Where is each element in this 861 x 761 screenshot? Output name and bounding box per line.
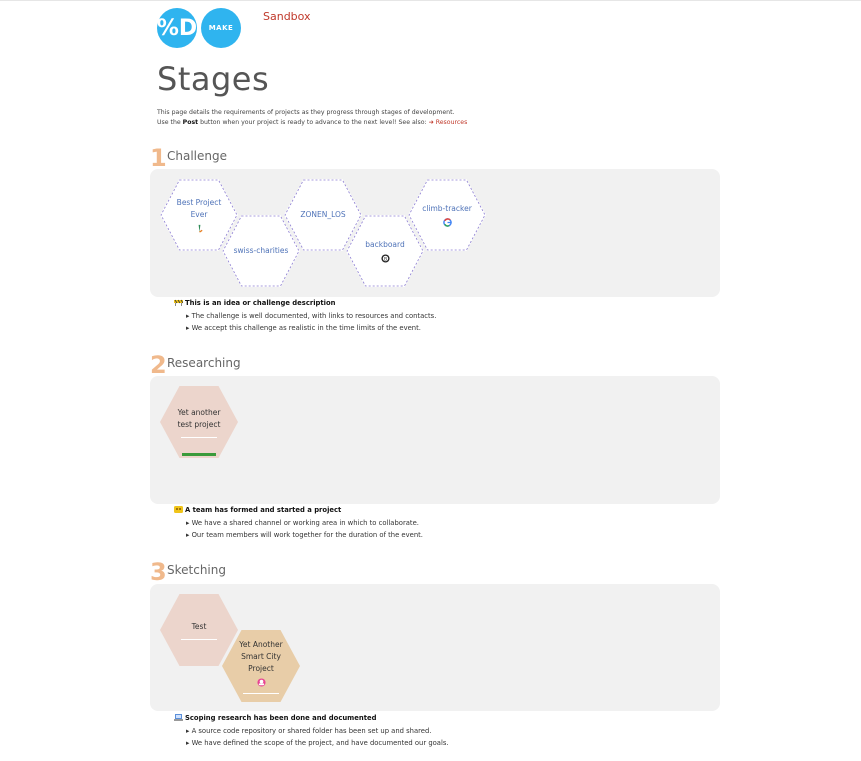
project-title: ZONEN_LOS — [300, 210, 346, 219]
intro-line-2: Use the Post button when your project is… — [157, 118, 467, 128]
colorful-logo-icon — [198, 224, 203, 233]
project-title: swiss-charities — [233, 246, 289, 255]
requirement-text: We have a shared channel or working area… — [191, 518, 419, 527]
description-heading-row: Scoping research has been done and docum… — [174, 712, 449, 725]
resources-link[interactable]: ➜ Resources — [428, 119, 468, 126]
project-card[interactable]: Yet another test project — [160, 386, 238, 458]
stage-challenge-panel: Best Project Ever swiss-charities ZONEN_… — [150, 169, 720, 297]
stage-description: Scoping research has been done and docum… — [174, 712, 449, 750]
project-title: climb-tracker — [422, 204, 472, 213]
requirement-item: ▸ The challenge is well documented, with… — [186, 311, 437, 320]
requirement-item: ▸ We have a shared channel or working ar… — [186, 518, 419, 527]
stage-number: 3 — [150, 558, 167, 586]
description-heading: A team has formed and started a project — [185, 506, 342, 514]
project-card[interactable]: climb-tracker — [408, 179, 486, 251]
svg-text:B: B — [383, 256, 386, 262]
construction-icon — [174, 299, 183, 306]
requirement-item: ▸ A source code repository or shared fol… — [186, 726, 432, 735]
requirement-text: We accept this challenge as realistic in… — [191, 324, 421, 332]
description-heading-row: A team has formed and started a project — [174, 504, 423, 517]
page-title: Stages — [157, 60, 270, 98]
logo-right-text: MAKE — [208, 24, 234, 32]
post-keyword: Post — [182, 119, 199, 126]
requirement-text: We have defined the scope of the project… — [191, 739, 449, 747]
requirement-item: ▸ We have defined the scope of the proje… — [186, 739, 449, 747]
sandbox-link[interactable]: Sandbox — [263, 10, 311, 23]
project-title: Best Project Ever — [176, 198, 222, 219]
project-card[interactable]: Best Project Ever — [160, 179, 238, 251]
google-icon — [442, 218, 452, 227]
stage-sketching-panel: Test Yet Another Smart City Project — [150, 584, 720, 711]
description-heading-row: This is an idea or challenge description — [174, 297, 436, 310]
project-card[interactable]: swiss-charities — [222, 215, 300, 287]
pink-avatar-icon — [256, 677, 266, 687]
percent-d-logo[interactable]: %D — [157, 8, 197, 48]
progress-bar — [182, 453, 216, 456]
description-heading: Scoping research has been done and docum… — [185, 714, 377, 722]
top-border — [0, 0, 861, 1]
requirement-item: ▸ Our team members will work together fo… — [186, 531, 423, 539]
intro-mid: button when your project is ready to adv… — [200, 119, 427, 126]
project-card[interactable]: backboard B — [346, 215, 424, 287]
title-underline — [181, 638, 217, 640]
intro-text: This page details the requirements of pr… — [157, 108, 467, 128]
intro-pre: Use the — [157, 119, 181, 126]
description-heading: This is an idea or challenge description — [185, 299, 336, 307]
stage-number: 2 — [150, 351, 167, 379]
project-card[interactable]: ZONEN_LOS — [284, 179, 362, 251]
backboard-logo-icon: B — [380, 254, 390, 263]
title-underline — [181, 436, 217, 438]
logo-left-text: %D — [156, 15, 198, 41]
stage-title: Researching — [167, 356, 241, 370]
project-title: backboard — [365, 240, 405, 249]
requirement-text: A source code repository or shared folde… — [191, 726, 432, 735]
requirement-item: ▸ We accept this challenge as realistic … — [186, 324, 421, 332]
title-underline — [243, 692, 279, 694]
project-title: Test — [191, 621, 207, 631]
computer-icon — [174, 714, 183, 721]
stage-description: A team has formed and started a project … — [174, 504, 423, 542]
make-logo[interactable]: MAKE — [201, 8, 241, 48]
stage-title: Challenge — [167, 149, 227, 163]
requirement-text: Our team members will work together for … — [191, 531, 423, 539]
stage-title: Sketching — [167, 563, 226, 577]
project-title: Yet Another Smart City Project — [239, 639, 283, 673]
project-title: Yet another test project — [177, 407, 221, 429]
team-icon — [174, 506, 183, 513]
stage-researching-panel: Yet another test project — [150, 376, 720, 504]
stage-description: This is an idea or challenge description… — [174, 297, 436, 335]
project-card[interactable]: Test — [160, 594, 238, 666]
stage-number: 1 — [150, 144, 167, 172]
intro-line-1: This page details the requirements of pr… — [157, 109, 455, 116]
project-card[interactable]: Yet Another Smart City Project — [222, 630, 300, 702]
requirement-text: The challenge is well documented, with l… — [191, 311, 437, 320]
